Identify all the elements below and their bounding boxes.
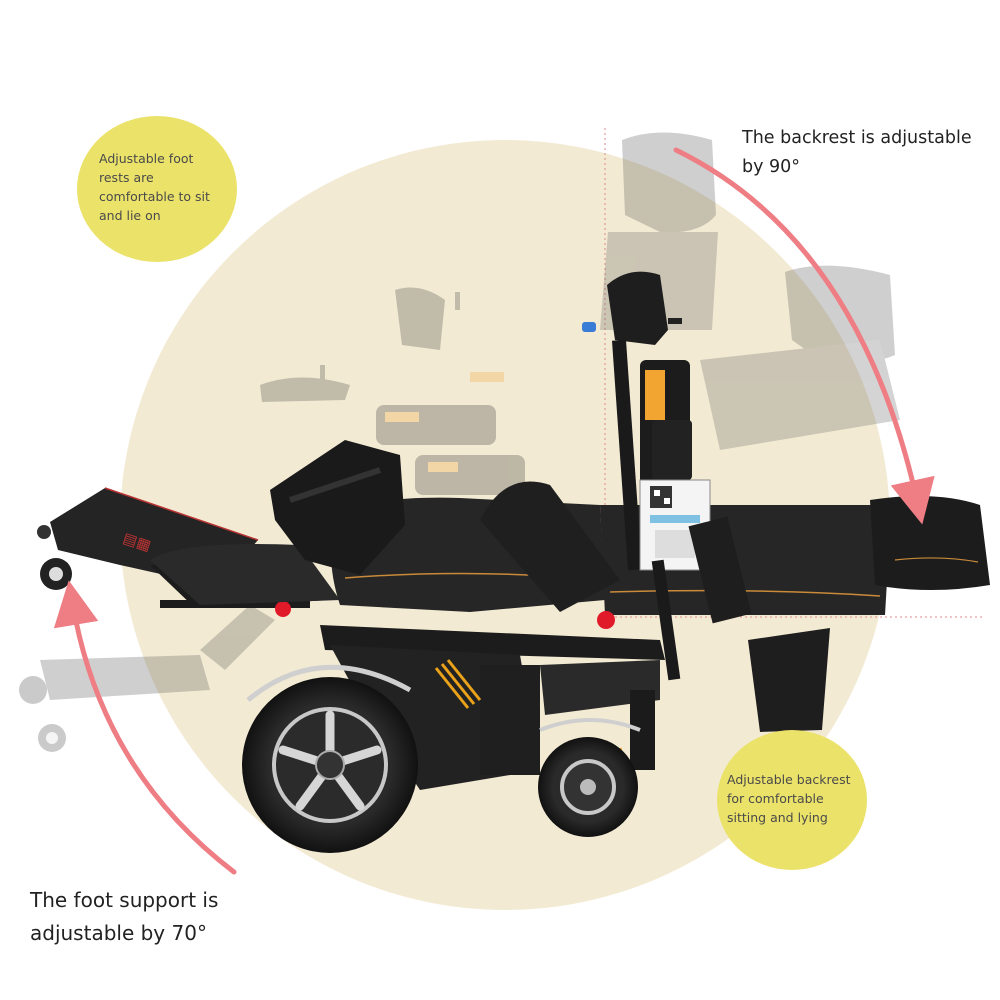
rear-support bbox=[748, 628, 830, 732]
backrest-info-text: Adjustable backrest for comfortable sitt… bbox=[727, 772, 851, 825]
rear-wheel bbox=[242, 677, 418, 853]
front-wheel bbox=[538, 737, 638, 837]
backrest-info-bubble bbox=[717, 730, 867, 870]
main-frame bbox=[246, 625, 665, 790]
foot-angle-arrow bbox=[53, 580, 237, 875]
backrest-angle-caption: The backrest is adjustable by 90° bbox=[742, 128, 972, 177]
armrest-column bbox=[582, 271, 752, 681]
leg-support bbox=[270, 440, 620, 612]
backrest-angle-arrow bbox=[673, 147, 935, 525]
footrest-info-bubble bbox=[77, 116, 237, 262]
footrest-info-text: Adjustable foot rests are comfortable to… bbox=[99, 151, 210, 223]
foot-angle-caption: The foot support is adjustable by 70° bbox=[30, 888, 219, 945]
